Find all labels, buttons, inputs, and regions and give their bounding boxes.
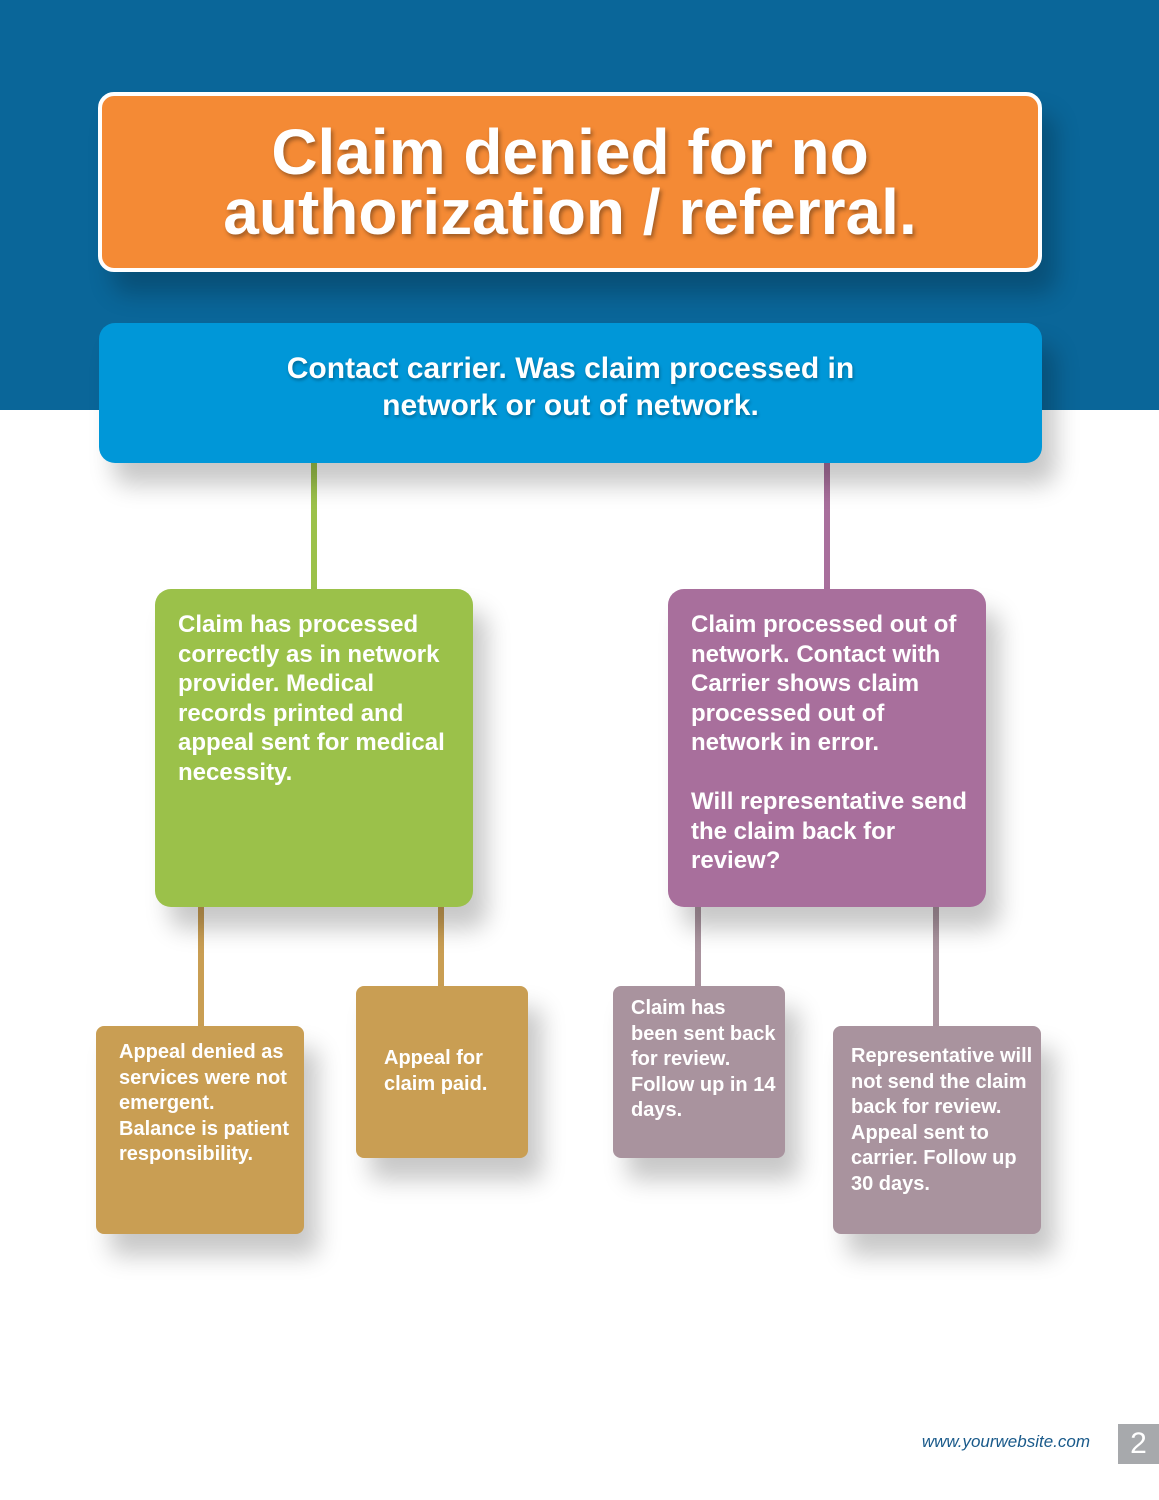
outcome-appeal-denied: Appeal denied as services were not emerg… <box>96 1026 304 1234</box>
connector-outcome-3 <box>695 905 701 988</box>
diagram-title-text: Claim denied for no authorization / refe… <box>223 116 917 248</box>
connector-right-branch <box>824 463 830 591</box>
outcome-sent-back-text: Claim has been sent back for review. Fol… <box>631 997 776 1121</box>
outcome-appeal-paid: Appeal for claim paid. <box>356 986 528 1158</box>
connector-outcome-4 <box>933 905 939 1028</box>
outcome-appeal-paid-text: Appeal for claim paid. <box>384 1047 488 1095</box>
out-of-network-node: Claim processed out of network. Contact … <box>668 589 986 907</box>
outcome-not-sent-back: Representative will not send the claim b… <box>833 1026 1041 1234</box>
outcome-not-sent-back-text: Representative will not send the claim b… <box>851 1045 1033 1195</box>
out-of-network-node-text: Claim processed out of network. Contact … <box>691 611 957 756</box>
outcome-appeal-denied-text: Appeal denied as services were not emerg… <box>119 1041 290 1165</box>
in-network-node: Claim has processed correctly as in netw… <box>155 589 473 907</box>
outcome-sent-back: Claim has been sent back for review. Fol… <box>613 986 785 1158</box>
out-of-network-node-question: Will representative send the claim back … <box>691 788 967 874</box>
connector-left-branch <box>311 463 317 591</box>
connector-outcome-1 <box>198 905 204 1028</box>
question-node-text: Contact carrier. Was claim processed in … <box>286 352 855 422</box>
in-network-node-text: Claim has processed correctly as in netw… <box>178 611 445 786</box>
diagram-title: Claim denied for no authorization / refe… <box>98 92 1042 272</box>
connector-outcome-2 <box>438 905 444 988</box>
page-number: 2 <box>1118 1424 1159 1464</box>
question-node: Contact carrier. Was claim processed in … <box>99 323 1042 463</box>
footer-website[interactable]: www.yourwebsite.com <box>921 1432 1090 1451</box>
